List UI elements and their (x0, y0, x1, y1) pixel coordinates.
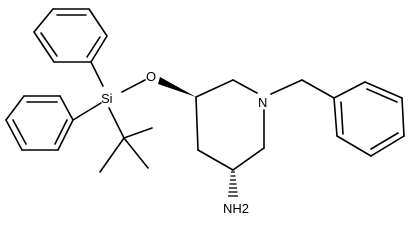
hashed-bond (228, 171, 238, 197)
structure-diagram: Si O N NH2 (5, 8, 405, 216)
phenyl-ring-top (33, 8, 108, 63)
nitrogen-atom-label: N (258, 95, 267, 110)
benzyl-group (270, 79, 405, 157)
silyl-bonds (72, 61, 146, 139)
piperidine-ring (195, 79, 265, 171)
wedge-bond (158, 77, 196, 97)
oxygen-atom-label: O (146, 69, 156, 84)
molecule-svg: Si O N NH2 (5, 8, 405, 216)
amine-group-label: NH2 (223, 201, 249, 216)
silicon-atom-label: Si (101, 91, 113, 106)
tert-butyl-group (99, 127, 153, 173)
phenyl-ring-left (5, 95, 74, 151)
